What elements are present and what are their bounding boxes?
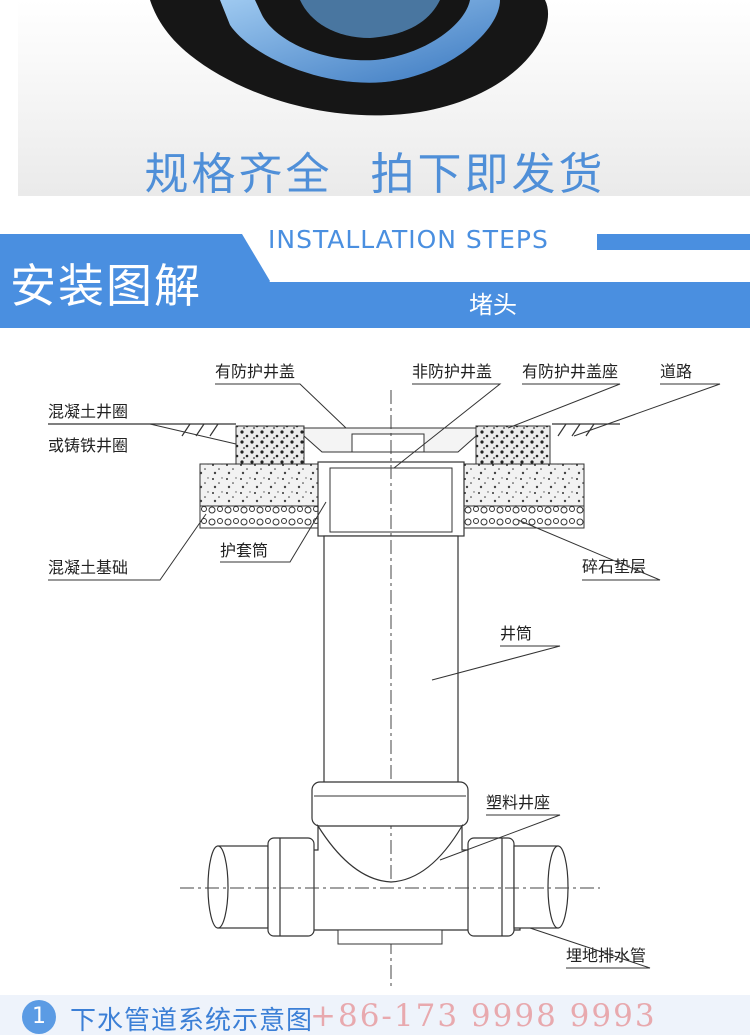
- label-cover-seat: 有防护井盖座: [522, 362, 618, 381]
- shaft-socket: [311, 781, 469, 827]
- right-concrete-base: [463, 463, 585, 507]
- leader-lines: [48, 383, 721, 969]
- right-cover-seat: [475, 425, 551, 465]
- label-gravel-layer: 碎石垫层: [582, 557, 646, 576]
- banner-tagline: 规格齐全拍下即发货: [0, 138, 750, 202]
- pipe-product-image: [150, 0, 549, 116]
- tagline-left: 规格齐全: [144, 149, 333, 200]
- left-concrete-base: [199, 463, 319, 507]
- label-unprotected-cover: 非防护井盖: [412, 362, 492, 381]
- label-concrete-ring: 混凝土井圈: [48, 402, 128, 421]
- subtitle-bar: [236, 282, 750, 328]
- section-title-shape: [0, 234, 270, 328]
- label-plastic-seat: 塑料井座: [486, 793, 550, 812]
- label-shaft: 井筒: [500, 624, 532, 643]
- label-road: 道路: [660, 362, 692, 381]
- footer-bar: [0, 995, 750, 1035]
- section-subtitle-cn: 堵头: [469, 291, 517, 319]
- step-number-badge: 1: [22, 1000, 56, 1034]
- accent-bar: [597, 234, 750, 250]
- section-subtitle-en: INSTALLATION STEPS: [268, 225, 549, 254]
- section-title: 安装图解: [10, 259, 202, 313]
- left-cover-seat: [235, 425, 305, 465]
- phone-watermark: +86-173 9998 9993: [310, 998, 657, 1034]
- right-gravel-layer: [463, 505, 585, 529]
- installation-diagram: 有防护井盖 非防护井盖 有防护井盖座 道路 混凝土井圈 或铸铁井圈 混凝土基础 …: [48, 362, 721, 990]
- diagram-caption: 下水管道系统示意图: [70, 1006, 314, 1035]
- top-banner: 规格齐全拍下即发货: [0, 0, 750, 210]
- label-protected-cover: 有防护井盖: [215, 362, 295, 381]
- label-concrete-base: 混凝土基础: [48, 558, 128, 577]
- label-sleeve: 护套筒: [220, 541, 268, 560]
- tagline-right: 拍下即发货: [370, 149, 606, 200]
- label-iron-ring: 或铸铁井圈: [48, 436, 128, 455]
- left-gravel-layer: [199, 505, 319, 529]
- drain-pipe: [207, 837, 569, 937]
- inner-cover: [351, 433, 425, 453]
